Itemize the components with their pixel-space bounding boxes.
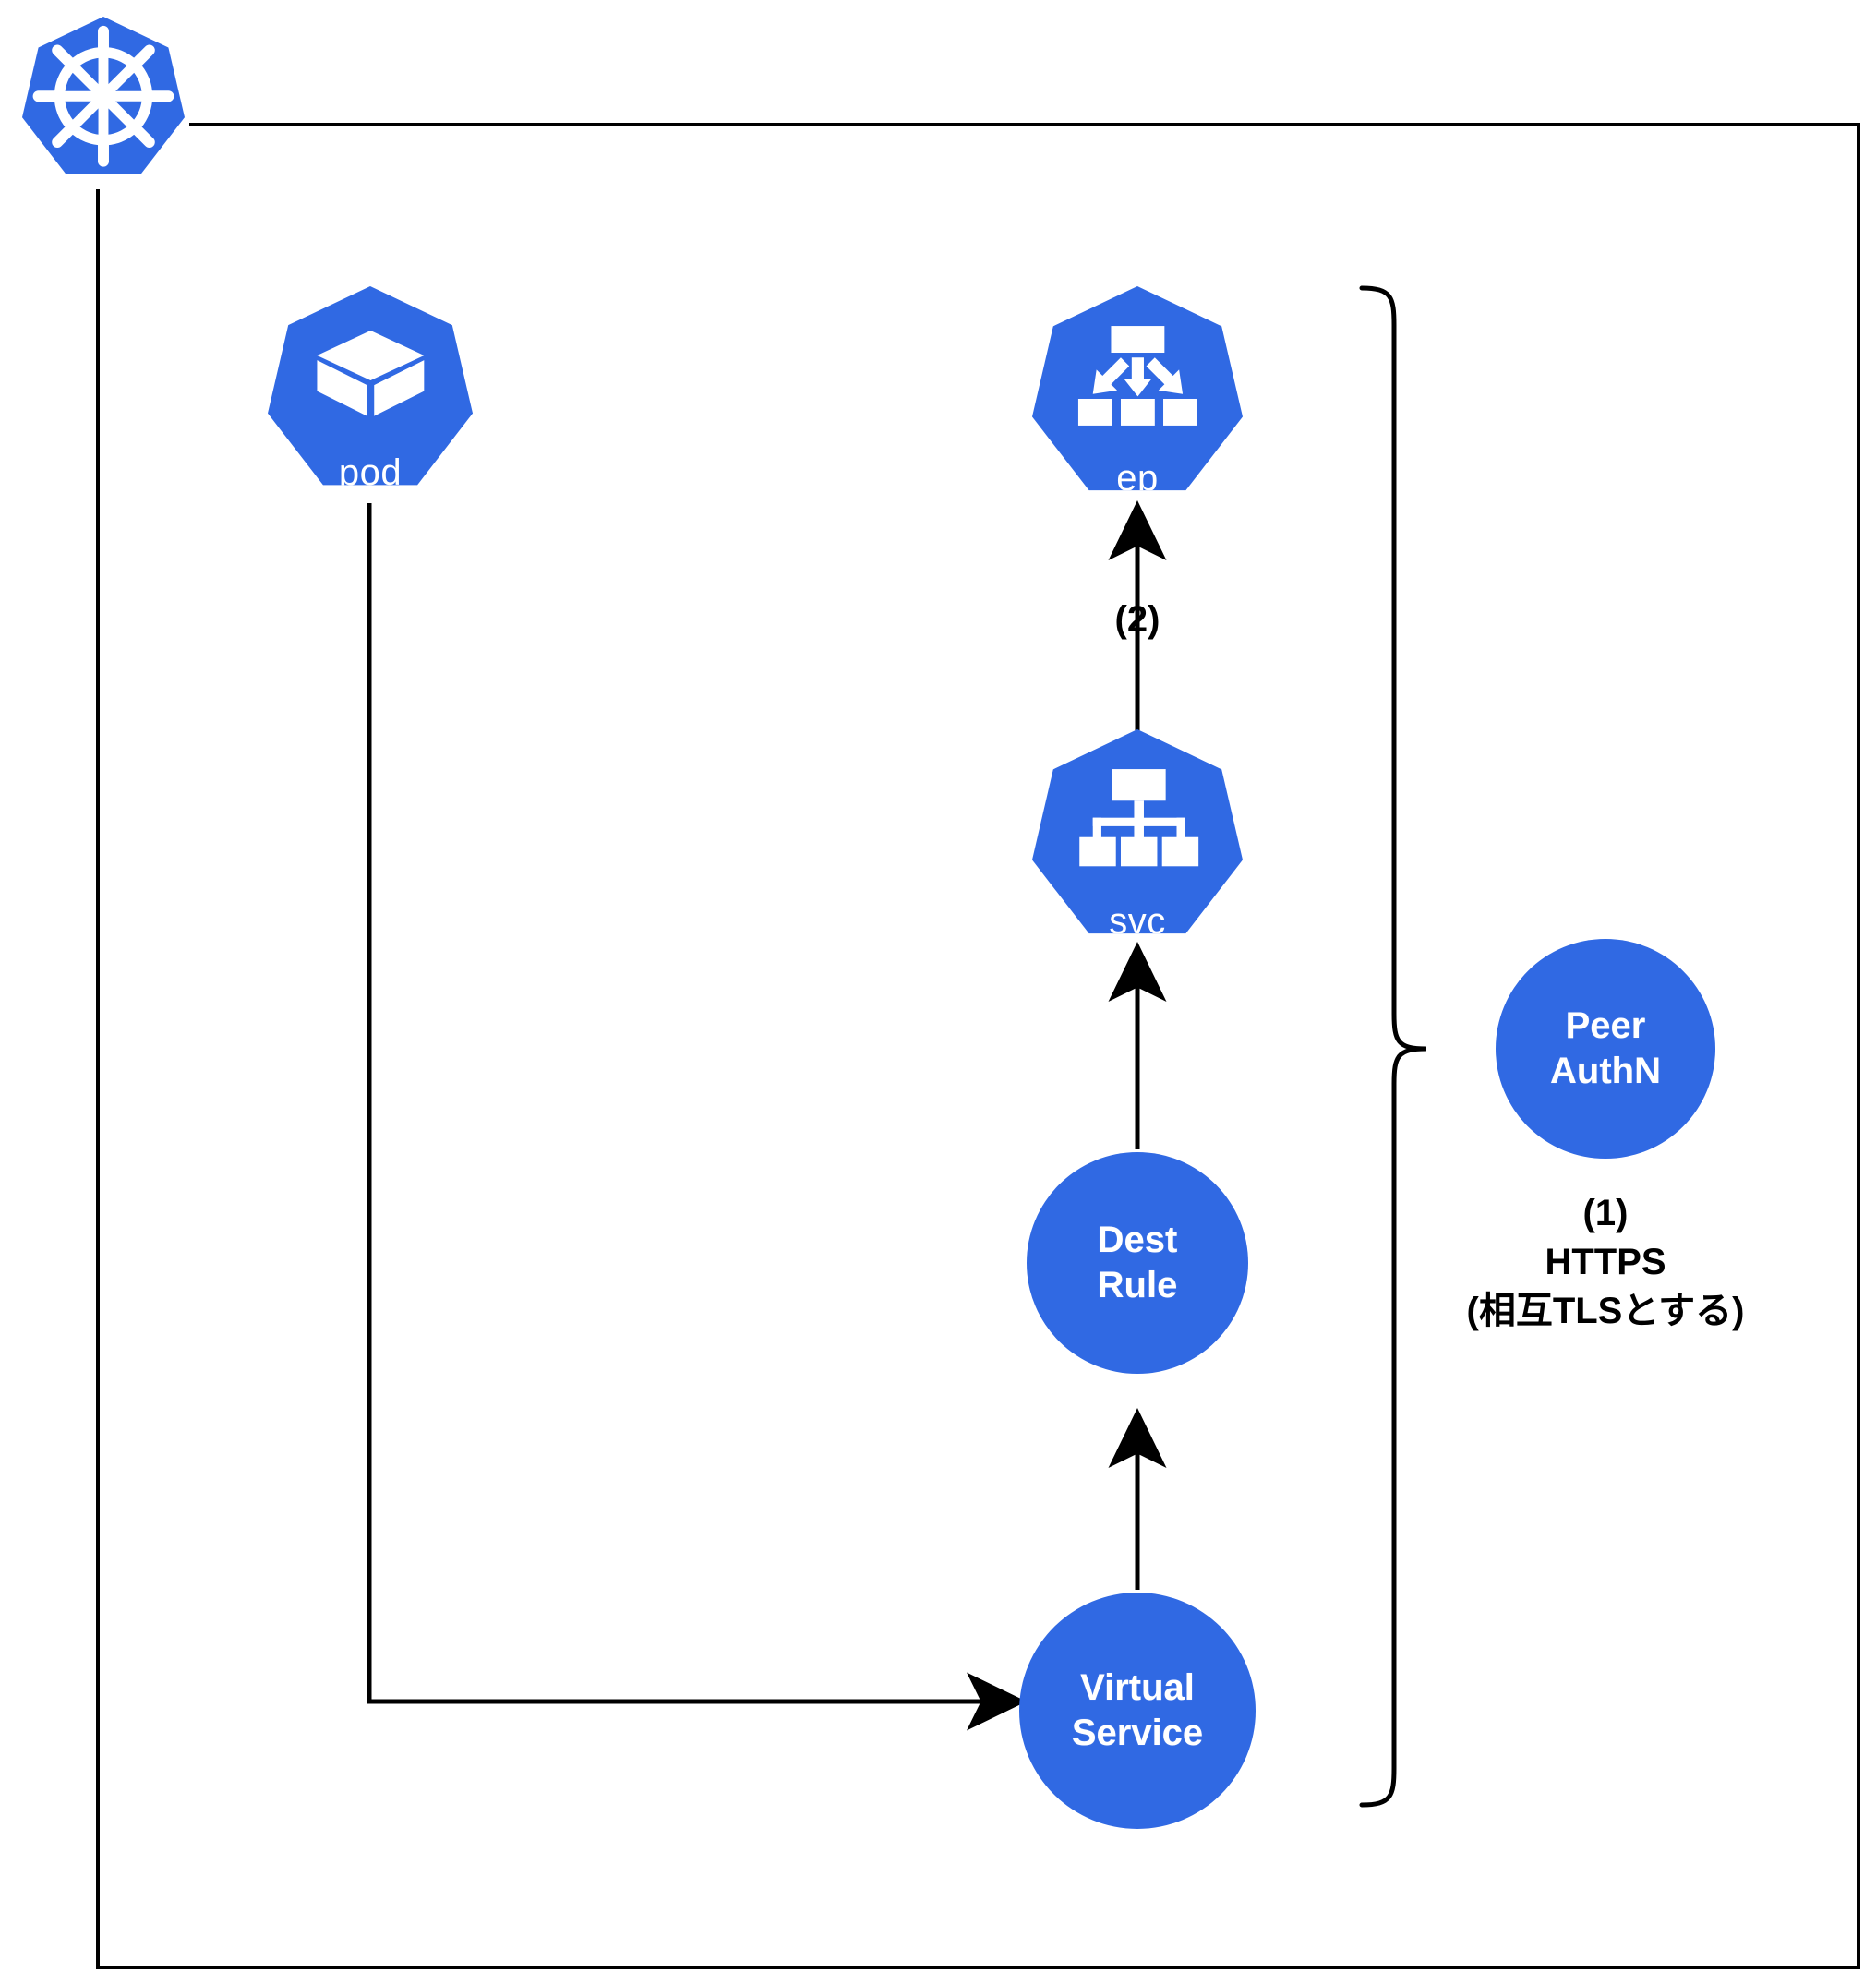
node-ep-label: ep [1116, 458, 1159, 499]
node-virtual-service[interactable]: Virtual Service [1019, 1593, 1256, 1829]
node-virtual-service-label: Virtual Service [1071, 1667, 1204, 1753]
kubernetes-cluster-boundary [96, 123, 1860, 1969]
node-dest-rule[interactable]: Dest Rule [1027, 1152, 1248, 1374]
node-pod[interactable]: pod [268, 286, 473, 491]
kubernetes-helm-icon [32, 25, 174, 167]
node-pod-label: pod [338, 452, 403, 493]
endpoints-fanout-icon [1077, 326, 1197, 426]
node-peer-authn[interactable]: Peer AuthN [1496, 939, 1715, 1159]
kubernetes-logo [22, 17, 185, 179]
node-dest-rule-label: Dest Rule [1097, 1220, 1178, 1305]
node-svc-label: svc [1109, 901, 1166, 942]
node-ep[interactable]: ep [1032, 286, 1243, 497]
peer-authn-note: (1) HTTPS (相互TLSとする) [1466, 1193, 1745, 1331]
edge-label-step-two: (2) [1114, 599, 1160, 640]
service-tree-icon [1078, 769, 1198, 867]
cube-icon [317, 330, 424, 416]
node-svc[interactable]: svc [1032, 729, 1243, 940]
node-peer-authn-label: Peer AuthN [1550, 1005, 1661, 1091]
